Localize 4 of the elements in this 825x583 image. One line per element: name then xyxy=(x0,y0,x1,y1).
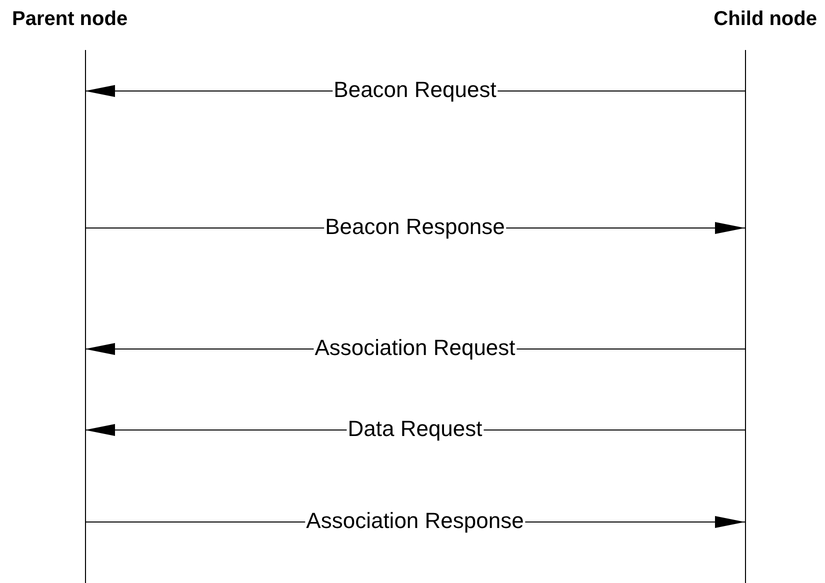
message-label: Association Request xyxy=(314,336,516,360)
participant-label: Parent node xyxy=(12,8,128,31)
participant-label: Child node xyxy=(714,8,817,31)
message-label: Association Response xyxy=(305,509,525,533)
